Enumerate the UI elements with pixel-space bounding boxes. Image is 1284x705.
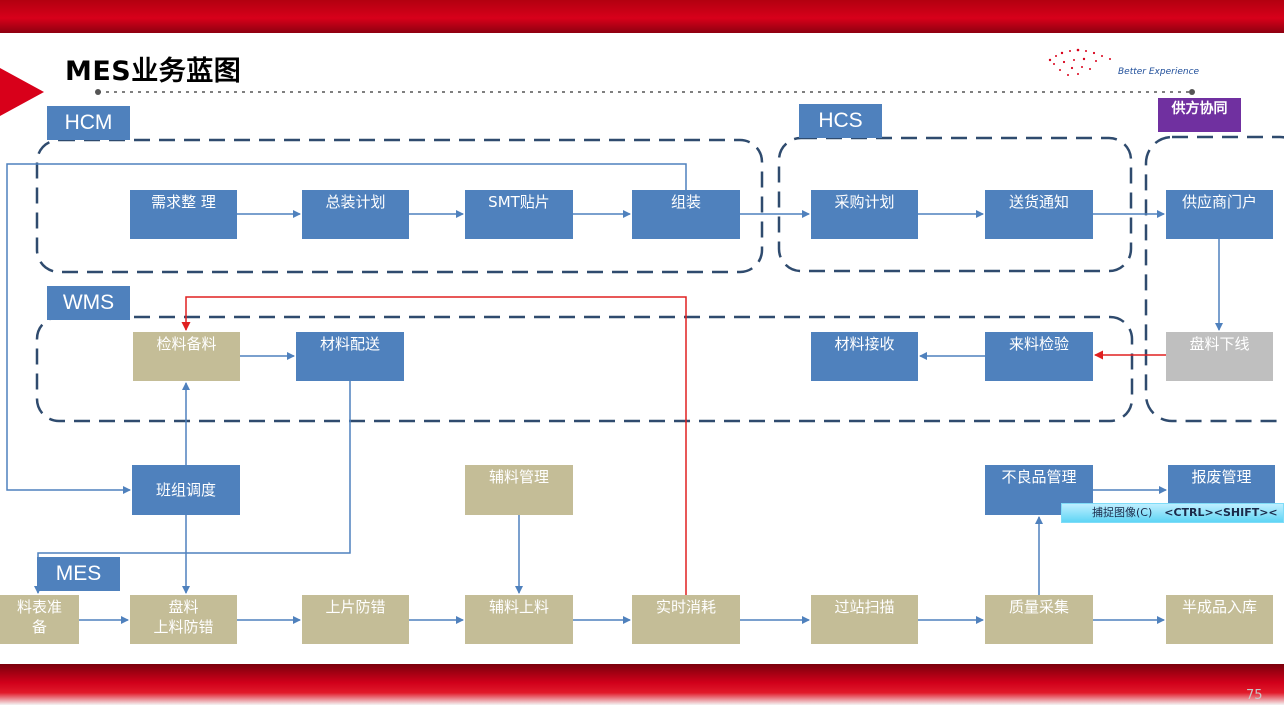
node-reel-line1: 盘料 [168, 598, 199, 616]
node-station-scan: 过站扫描 [811, 595, 918, 644]
node-team-schedule: 班组调度 [132, 465, 240, 515]
node-bom-prepare: 料表准 备 [0, 595, 79, 644]
node-assembly-plan: 总装计划 [302, 190, 409, 239]
node-reel-loading: 盘料 上料防错 [130, 595, 237, 644]
red-arrow-consumption-to-pick [181, 296, 687, 595]
node-purchase-plan: 采购计划 [811, 190, 918, 239]
node-pick-prepare: 检料备料 [133, 332, 240, 381]
logo-tagline: Better Experience [1118, 67, 1200, 77]
node-semi-finished-in: 半成品入库 [1166, 595, 1273, 644]
node-board-errorproof: 上片防错 [302, 595, 409, 644]
top-red-band [0, 0, 1284, 33]
capture-shortcut: <CTRL><SHIFT>< [1164, 506, 1278, 519]
node-aux-management: 辅料管理 [465, 465, 573, 515]
bottom-red-band [0, 664, 1284, 705]
node-assemble: 组装 [632, 190, 740, 239]
company-logo [1048, 48, 1111, 76]
hcs-container [777, 136, 1133, 273]
node-incoming-inspection: 来料检验 [985, 332, 1093, 381]
title-marker-triangle [0, 68, 44, 116]
node-bom-prepare-line2: 备 [31, 618, 47, 636]
node-quality-collect: 质量采集 [985, 595, 1093, 644]
capture-label[interactable]: 捕捉图像(C) [1092, 506, 1153, 519]
group-label-hcm: HCM [47, 106, 130, 140]
node-supplier-portal: 供应商门户 [1166, 190, 1273, 239]
node-smt: SMT贴片 [465, 190, 573, 239]
wms-container [35, 315, 1134, 423]
arrow-assemble-loop-to-team-schedule [6, 163, 687, 494]
group-label-supplier: 供方协同 [1158, 98, 1241, 132]
page-title: MES业务蓝图 [65, 56, 242, 87]
node-material-receive: 材料接收 [811, 332, 918, 381]
node-reel-offline: 盘料下线 [1166, 332, 1273, 381]
title-separator [95, 89, 1195, 95]
supplier-container [1144, 135, 1284, 423]
node-aux-loading: 辅料上料 [465, 595, 573, 644]
node-material-delivery: 材料配送 [296, 332, 404, 381]
node-bom-prepare-line1: 料表准 [16, 598, 62, 616]
group-label-wms: WMS [47, 286, 130, 320]
node-delivery-notice: 送货通知 [985, 190, 1093, 239]
node-demand: 需求整 理 [130, 190, 237, 239]
group-label-mes: MES [37, 557, 120, 591]
node-reel-line2: 上料防错 [153, 618, 214, 636]
group-label-hcs: HCS [799, 104, 882, 138]
node-realtime-consumption: 实时消耗 [632, 595, 740, 644]
screen-capture-hint-bar[interactable]: 捕捉图像(C) <CTRL><SHIFT>< [1061, 503, 1284, 523]
page-number: 75 [1246, 688, 1263, 703]
hcm-container [35, 138, 764, 274]
node-scrap-management: 报废管理 [1168, 465, 1275, 503]
